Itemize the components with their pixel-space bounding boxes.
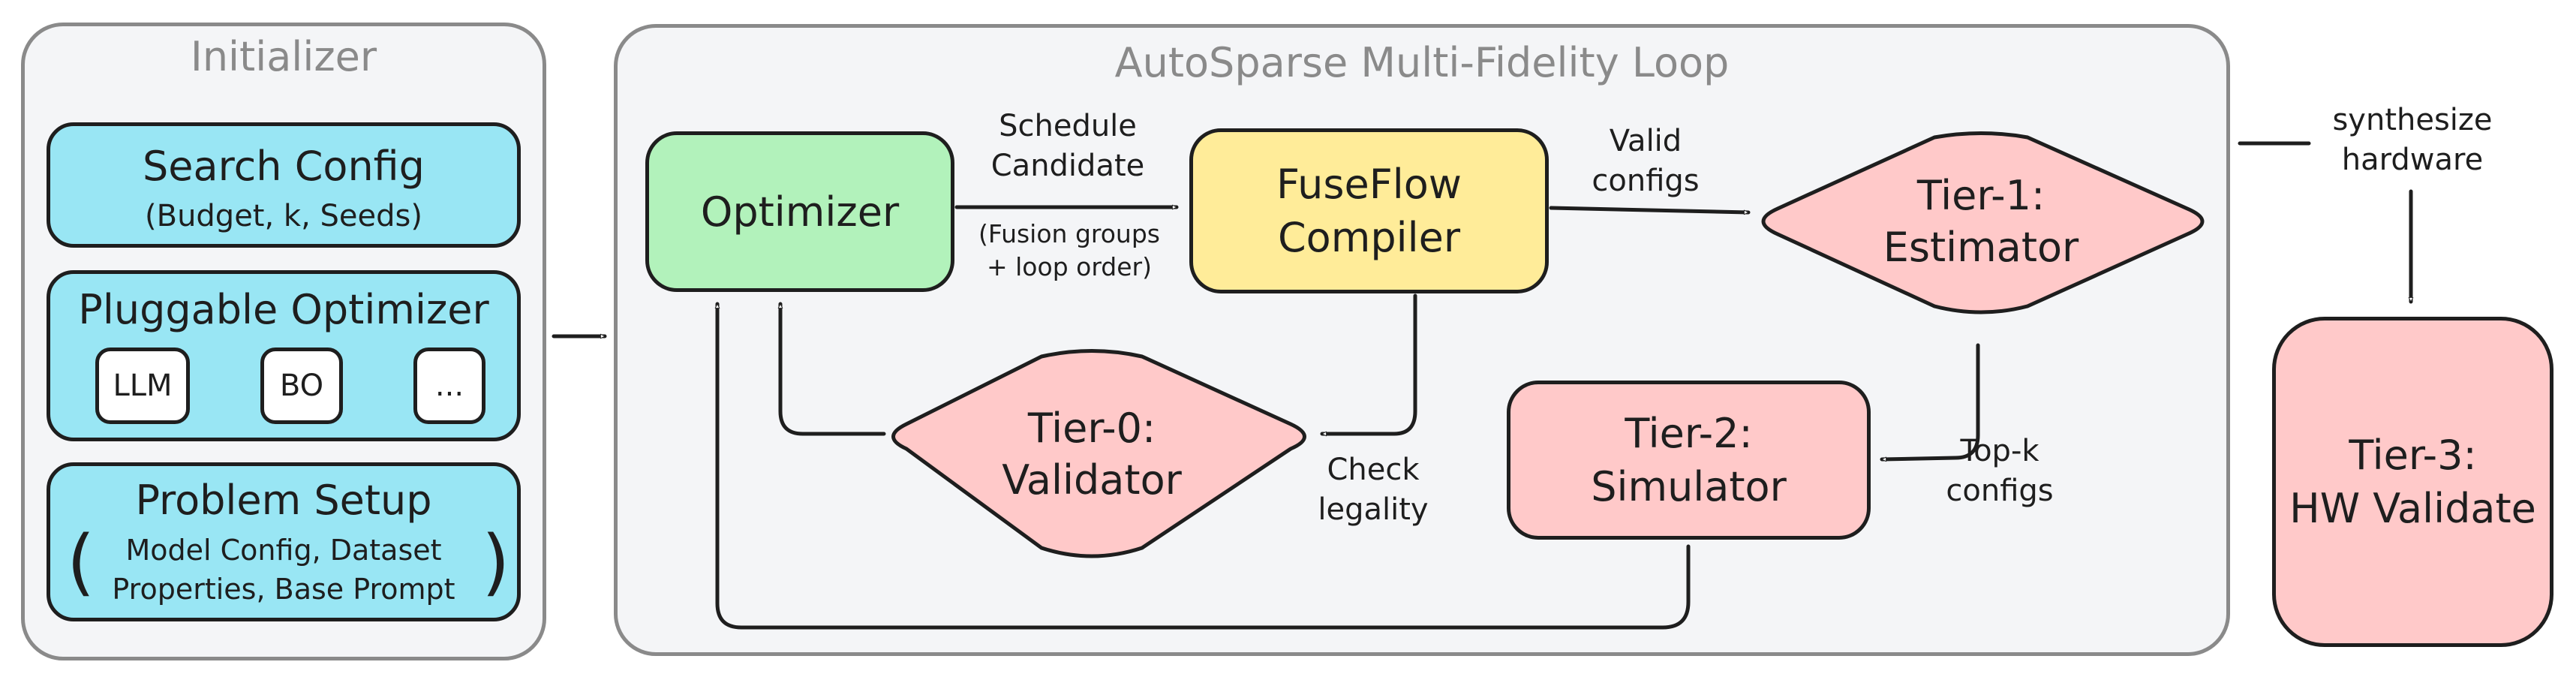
optimizer-label: Optimizer (700, 188, 900, 236)
search-config-title: Search Config (143, 143, 425, 190)
fusion-label-line1: (Fusion groups (978, 219, 1160, 248)
loop-panel (614, 24, 2230, 656)
synth-label-line2: hardware (2341, 142, 2484, 177)
more-chip: ... (413, 348, 485, 424)
synth-label-line1: synthesize (2332, 103, 2493, 137)
tier2-line1: Tier-2: (1625, 409, 1753, 457)
pluggable-optimizer-title: Pluggable Optimizer (78, 286, 489, 333)
problem-setup-line1: Model Config, Dataset (125, 534, 442, 567)
fusion-groups-label: (Fusion groups + loop order) (960, 218, 1178, 283)
tier3-hw-validate-node: Tier-3: HW Validate (2272, 317, 2553, 647)
tier1-label: Tier-1: Estimator (1823, 150, 2139, 293)
loop-title: AutoSparse Multi-Fidelity Loop (1114, 39, 1730, 86)
pluggable-optimizer-box: Pluggable Optimizer LLM BO ... (47, 270, 521, 441)
problem-setup-box: Problem Setup ( ) Model Config, Dataset … (47, 462, 521, 621)
synthesize-hardware-label: synthesize hardware (2311, 101, 2514, 180)
tier1-line2: Estimator (1883, 224, 2079, 271)
compiler-line2: Compiler (1277, 214, 1461, 261)
check-legality-label: Check legality (1298, 450, 1448, 530)
problem-setup-line2: Properties, Base Prompt (112, 573, 455, 606)
schedule-label-line1: Schedule (999, 109, 1137, 143)
topk-label-line1: Top-k (1960, 434, 2039, 468)
edge-compiler-to-tier0 (1320, 293, 1417, 437)
problem-setup-title: Problem Setup (135, 477, 432, 524)
compiler-line1: FuseFlow (1276, 160, 1462, 208)
initializer-title: Initializer (190, 33, 377, 80)
tier0-line2: Validator (1002, 456, 1182, 504)
edge-tier2-to-optimizer (714, 302, 1691, 630)
tier3-line1: Tier-3: (2349, 431, 2477, 479)
tier1-estimator-diamond (1761, 131, 2205, 314)
edge-tier0-to-optimizer (777, 302, 886, 436)
check-label-line2: legality (1318, 492, 1429, 527)
fuseflow-compiler-node: FuseFlow Compiler (1189, 128, 1549, 293)
tier2-simulator-node: Tier-2: Simulator (1507, 381, 1871, 540)
tier0-validator-diamond (891, 349, 1306, 558)
topk-configs-label: Top-k configs (1921, 432, 2079, 511)
problem-setup-paren-left: ( (67, 520, 95, 604)
tier2-line2: Simulator (1591, 463, 1787, 510)
check-label-line1: Check (1327, 453, 1420, 487)
search-config-subtitle: (Budget, k, Seeds) (145, 199, 422, 233)
schedule-candidate-label: Schedule Candidate (966, 107, 1169, 186)
problem-setup-paren-right: ) (482, 520, 510, 604)
tier1-line1: Tier-1: (1916, 171, 2045, 219)
search-config-box: Search Config (Budget, k, Seeds) (47, 122, 521, 248)
tier0-label: Tier-0: Validator (930, 375, 1253, 533)
tier0-line1: Tier-0: (1027, 404, 1156, 452)
optimizer-node: Optimizer (645, 131, 954, 292)
topk-label-line2: configs (1946, 473, 2054, 508)
valid-label-line2: configs (1592, 163, 1700, 198)
edge-tier1-to-tier2 (1880, 343, 1980, 462)
fusion-label-line2: + loop order) (987, 251, 1152, 281)
valid-configs-label: Valid configs (1567, 122, 1724, 201)
schedule-label-line2: Candidate (990, 148, 1145, 183)
edge-compiler-to-tier1 (1549, 206, 1751, 215)
bo-chip: BO (260, 348, 343, 424)
llm-chip: LLM (95, 348, 190, 424)
tier3-line2: HW Validate (2289, 485, 2536, 532)
valid-label-line1: Valid (1609, 124, 1682, 158)
